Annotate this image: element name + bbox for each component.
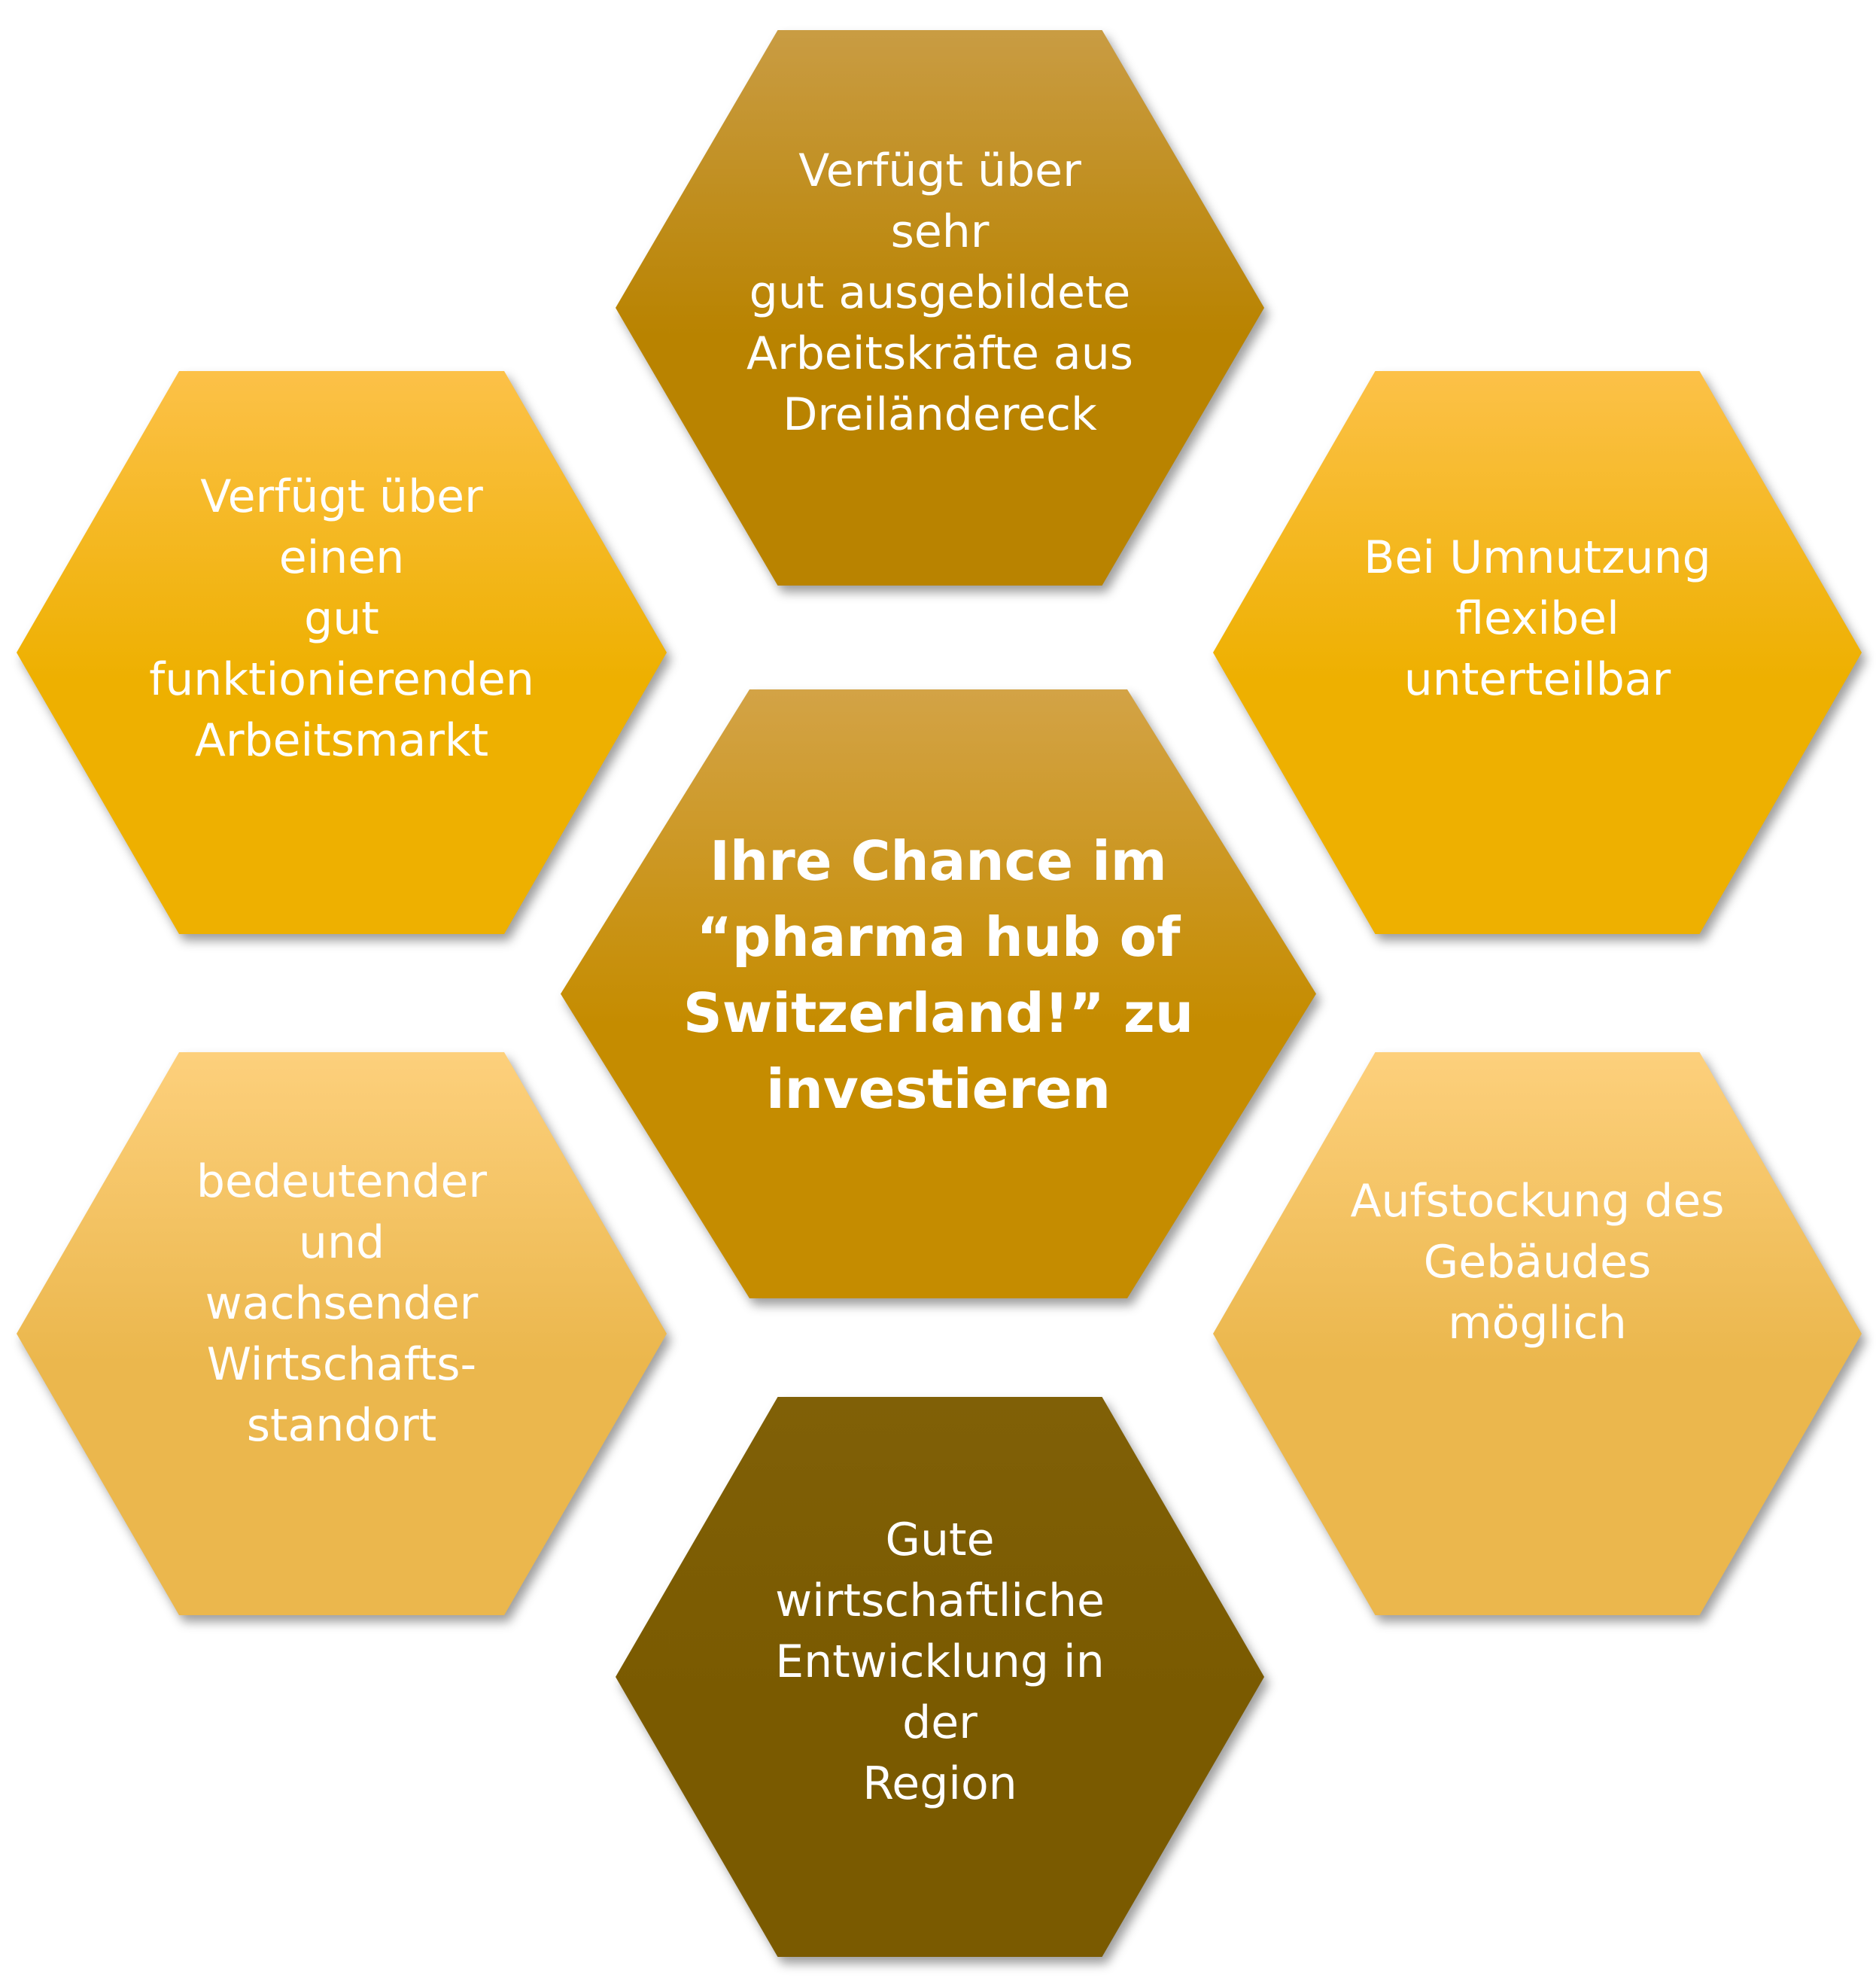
hexagon-upper-left-text: Verfügt über einen gut funktionierenden …: [149, 470, 534, 767]
hexagon-upper-right-text: Bei Umnutzung flexibel unterteilbar: [1364, 531, 1711, 706]
hexagon-bottom-text: Gute wirtschaftliche Entwicklung in der …: [775, 1513, 1105, 1810]
hexagon-lower-left: bedeutender und wachsender Wirtschafts- …: [17, 1052, 667, 1615]
hexagon-bottom: Gute wirtschaftliche Entwicklung in der …: [616, 1397, 1264, 1957]
hexagon-upper-left: Verfügt über einen gut funktionierenden …: [17, 371, 667, 934]
hexagon-top: Verfügt über sehr gut ausgebildete Arbei…: [616, 30, 1264, 586]
hexagon-center-text: Ihre Chance im “pharma hub of Switzerlan…: [683, 829, 1194, 1121]
hexagon-top-text: Verfügt über sehr gut ausgebildete Arbei…: [746, 144, 1133, 441]
hexagon-lower-right-text: Aufstockung des Gebäudes möglich: [1350, 1174, 1725, 1350]
hexagon-lower-left-text: bedeutender und wachsender Wirtschafts- …: [196, 1155, 488, 1452]
hexagon-center-shape: [561, 689, 1316, 1298]
hexagon-lower-right: Aufstockung des Gebäudes möglich: [1213, 1052, 1862, 1615]
hexagon-center: Ihre Chance im “pharma hub of Switzerlan…: [561, 689, 1316, 1298]
hexagon-upper-right: Bei Umnutzung flexibel unterteilbar: [1213, 371, 1862, 934]
